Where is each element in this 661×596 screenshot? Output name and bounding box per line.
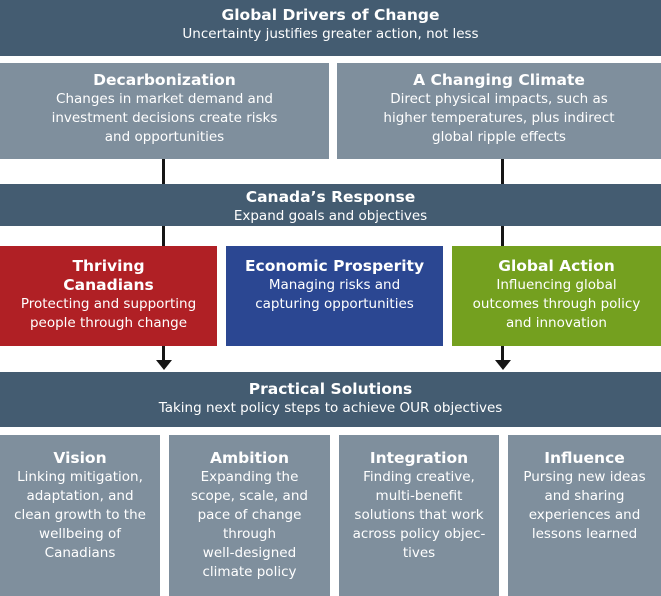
response-subtitle: Expand goals and objectives (233, 208, 428, 224)
goal-economic-prosperity: Economic Prosperity Managing risks and c… (226, 246, 443, 346)
global-drivers-banner: Global Drivers of Change Uncertainty jus… (0, 0, 661, 56)
connector-response-left (162, 226, 165, 246)
pillar-vision: Vision Linking mitigation, adaptation, a… (0, 435, 160, 596)
driver-desc-line: Direct physical impacts, such as (390, 91, 608, 107)
pillar-title: Vision (53, 449, 107, 467)
pillar-title: Influence (544, 449, 625, 467)
goal-desc-line: capturing opportunities (255, 296, 414, 312)
connector-right-to-solutions (501, 346, 504, 362)
driver-title: A Changing Climate (413, 71, 585, 89)
pillar-desc-line: pace of change (197, 507, 302, 523)
driver-desc-line: global ripple effects (432, 129, 566, 145)
pillar-desc-line: tives (402, 545, 436, 561)
pillar-desc-line: and sharing (544, 488, 625, 504)
connector-response-right (501, 226, 504, 246)
driver-title: Decarbonization (93, 71, 236, 89)
arrow-down-left (155, 360, 172, 370)
pillar-desc-line: Canadians (44, 545, 116, 561)
pillar-desc-line: Pursing new ideas (523, 469, 646, 485)
canada-response-banner: Canada’s Response Expand goals and objec… (0, 184, 661, 226)
goal-desc-line: and innovation (506, 315, 607, 331)
goal-title-line: Economic Prosperity (244, 257, 425, 275)
pillar-desc-line: experiences and (528, 507, 641, 523)
goal-title-line: Canadians (63, 276, 154, 294)
solutions-title: Practical Solutions (248, 380, 413, 398)
pillar-ambition: Ambition Expanding the scope, scale, and… (169, 435, 330, 596)
solutions-subtitle: Taking next policy steps to achieve OUR … (158, 400, 503, 416)
pillar-desc-line: climate policy (202, 564, 297, 580)
arrow-down-right (494, 360, 511, 370)
driver-desc-line: Changes in market demand and (56, 91, 273, 107)
pillar-desc-line: lessons learned (531, 526, 638, 542)
goal-desc-line: people through change (29, 315, 188, 331)
driver-desc-line: investment decisions create risks (51, 110, 278, 126)
driver-desc-line: and opportunities (104, 129, 225, 145)
pillar-title: Ambition (210, 449, 289, 467)
pillar-integration: Integration Finding creative, multi-bene… (339, 435, 499, 596)
driver-desc-line: higher temperatures, plus indirect (383, 110, 615, 126)
connector-left-to-solutions (162, 346, 165, 362)
global-drivers-title: Global Drivers of Change (221, 6, 440, 24)
global-drivers-subtitle: Uncertainty justifies greater action, no… (182, 26, 479, 42)
goal-desc-line: outcomes through policy (472, 296, 641, 312)
pillar-desc-line: wellbeing of (39, 526, 121, 542)
goal-thriving-canadians: Thriving Canadians Protecting and suppor… (0, 246, 217, 346)
pillar-desc-line: adaptation, and (26, 488, 134, 504)
pillar-influence: Influence Pursing new ideas and sharing … (508, 435, 661, 596)
goal-desc-line: Influencing global (496, 277, 617, 293)
pillar-desc-line: solutions that work (354, 507, 484, 523)
goal-title-line: Thriving (72, 257, 145, 275)
pillar-desc-line: clean growth to the (14, 507, 146, 523)
driver-changing-climate: A Changing Climate Direct physical impac… (337, 63, 661, 159)
pillar-desc-line: Finding creative, (363, 469, 475, 485)
goal-desc-line: Protecting and supporting (20, 296, 197, 312)
connector-decarbonization-to-response (162, 159, 165, 184)
pillar-desc-line: across policy objec- (352, 526, 486, 542)
pillar-desc-line: Expanding the (200, 469, 299, 485)
pillar-title: Integration (369, 449, 469, 467)
goal-global-action: Global Action Influencing global outcome… (452, 246, 661, 346)
goal-desc-line: Managing risks and (268, 277, 401, 293)
pillar-desc-line: well-designed (202, 545, 297, 561)
pillar-desc-line: Linking mitigation, (17, 469, 143, 485)
connector-climate-to-response (501, 159, 504, 184)
pillar-desc-line: scope, scale, and (191, 488, 308, 504)
pillar-desc-line: through (222, 526, 277, 542)
response-title: Canada’s Response (245, 188, 416, 206)
practical-solutions-banner: Practical Solutions Taking next policy s… (0, 372, 661, 427)
driver-decarbonization: Decarbonization Changes in market demand… (0, 63, 329, 159)
pillar-desc-line: multi-benefit (375, 488, 463, 504)
goal-title-line: Global Action (498, 257, 615, 275)
